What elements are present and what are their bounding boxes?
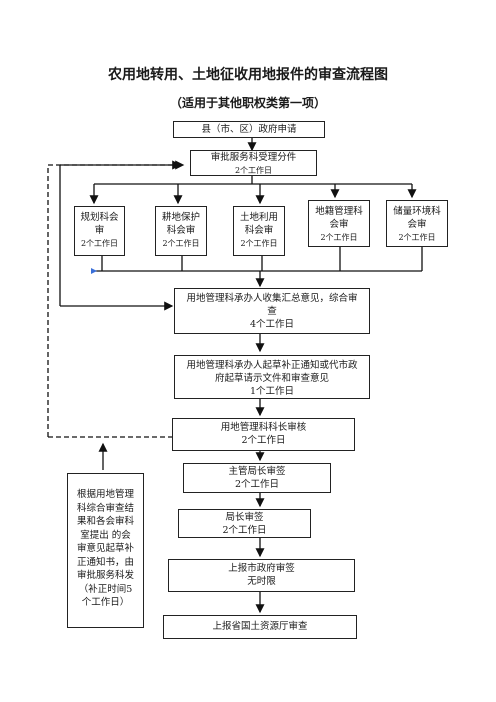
note-supplement-notice: 根据用地管理 科综合审查结 果和各会审科 室提出 的会 审意见起草补 正通知书，… <box>67 473 144 628</box>
node-landuse-review: 土地利用 科会审 2个工作日 <box>233 206 285 256</box>
node-city-government: 上报市政府审签 无时限 <box>168 559 355 592</box>
node-service-accept: 审批服务科受理分件 2个工作日 <box>190 150 317 176</box>
dashed-return-path <box>47 160 185 438</box>
node-planning-review: 规划科会 审 2个工作日 <box>74 206 125 256</box>
node-reserve-review: 储量环境科 会审 2个工作日 <box>386 200 448 247</box>
node-farmland-review: 耕地保护 科会审 2个工作日 <box>155 206 207 256</box>
node-draft-documents: 用地管理科承办人起草补正通知或代市政 府起草请示文件和审查意见 1个工作日 <box>174 355 370 399</box>
node-county-application: 县（市、区）政府申请 <box>173 121 325 138</box>
node-collect-opinions: 用地管理科承办人收集汇总意见，综合审 查 4个工作日 <box>174 288 370 334</box>
node-director-sign: 局长审签 2个工作日 <box>178 509 311 538</box>
small-marker-icon <box>91 268 97 274</box>
node-cadastre-review: 地籍管理科 会审 2个工作日 <box>308 200 370 247</box>
chart-title: 农用地转用、土地征收用地报件的审查流程图 <box>108 67 388 83</box>
node-section-chief-review: 用地管理科科长审核 2个工作日 <box>172 418 355 451</box>
node-deputy-director-sign: 主管局长审签 2个工作日 <box>183 463 331 493</box>
node-province-submission: 上报省国土资源厅审查 <box>163 615 357 639</box>
chart-subtitle: （适用于其他职权类第一项） <box>169 96 326 110</box>
